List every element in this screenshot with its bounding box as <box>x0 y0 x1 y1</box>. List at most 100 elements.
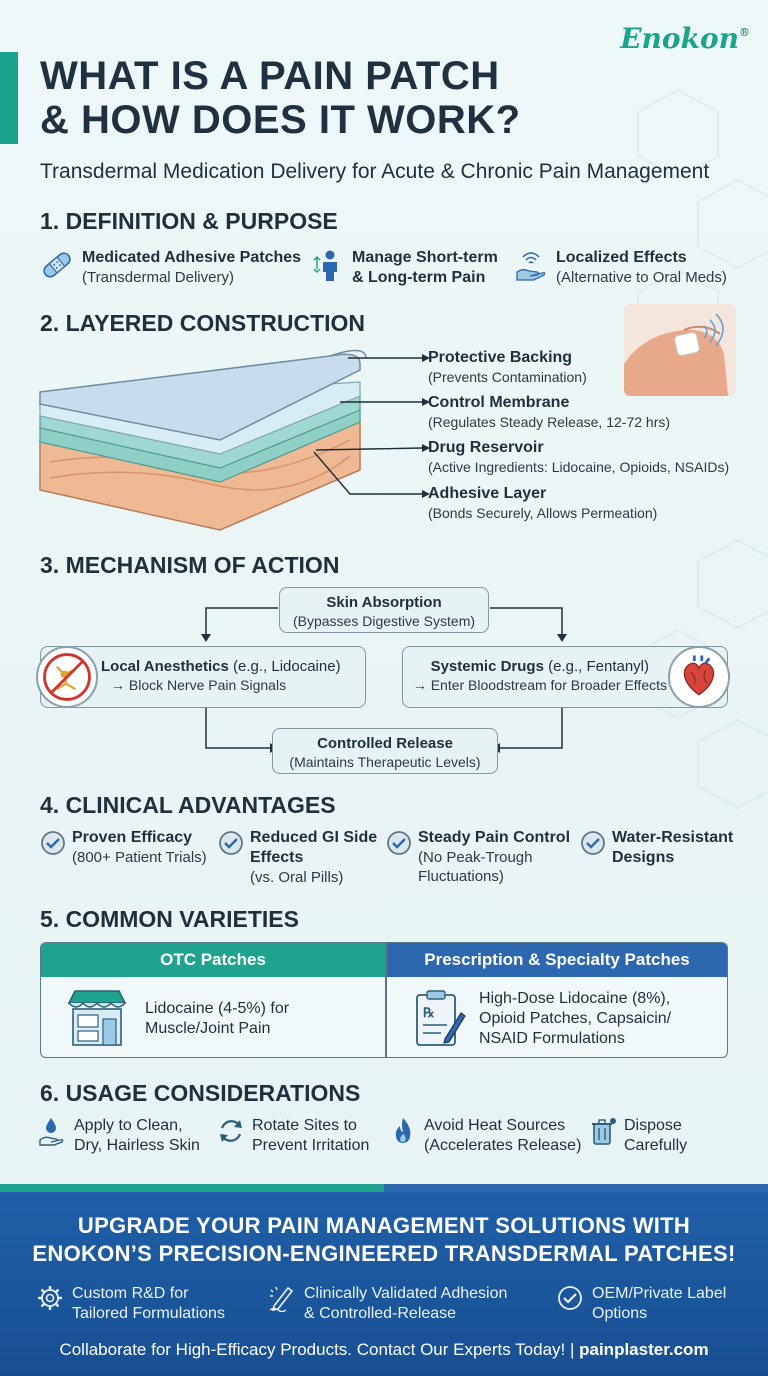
heart-icon <box>668 646 730 708</box>
advantage-item: Water-Resistant Designs <box>580 828 733 868</box>
usage-text: Dry, Hairless Skin <box>74 1137 200 1154</box>
layer-desc: (Prevents Contamination) <box>428 369 587 385</box>
usage-item: Avoid Heat Sources (Accelerates Release) <box>388 1116 581 1156</box>
definition-item-desc: (Transdermal Delivery) <box>82 269 234 286</box>
check-circle-icon <box>41 831 65 855</box>
definition-item-title: Manage Short-term <box>352 249 498 266</box>
svg-text:℞: ℞ <box>423 1006 435 1021</box>
definition-item-title: Localized Effects <box>556 249 687 266</box>
cta-headline: UPGRADE YOUR PAIN MANAGEMENT SOLUTIONS W… <box>32 1213 736 1266</box>
advantage-item: Steady Pain Control (No Peak-Trough Fluc… <box>386 828 570 886</box>
layer-label-membrane: Control Membrane (Regulates Steady Relea… <box>428 393 670 431</box>
advantage-title: Reduced GI Side <box>250 829 378 846</box>
hand-waves-icon <box>516 252 546 281</box>
feature-item: Clinically Validated Adhesion & Controll… <box>268 1284 507 1324</box>
bandage-icon <box>43 252 71 278</box>
layer-name: Control Membrane <box>428 394 570 411</box>
box-title: Controlled Release <box>317 735 453 752</box>
box-desc: (Bypasses Digestive System) <box>292 613 476 629</box>
rotate-icon <box>220 1120 242 1142</box>
advantage-title: Effects <box>250 849 304 866</box>
varieties-table: OTC Patches Prescription & Specialty Pat… <box>40 942 728 1058</box>
otc-header: OTC Patches <box>41 943 385 977</box>
page-title: WHAT IS A PAIN PATCH & HOW DOES IT WORK? <box>40 54 521 142</box>
box-local-anesthetics: Local Anesthetics (e.g., Lidocaine) → Bl… <box>40 646 366 708</box>
box-desc: → Block Nerve Pain Signals <box>111 677 287 693</box>
definition-item-title: & Long-term Pain <box>352 269 486 286</box>
nerve-blocked-icon <box>36 646 98 708</box>
prescription-header: Prescription & Specialty Patches <box>385 943 727 977</box>
contact-line: Collaborate for High-Efficacy Products. … <box>59 1340 709 1359</box>
definition-item-patches: Medicated Adhesive Patches (Transdermal … <box>40 248 301 287</box>
definition-item-localized: Localized Effects (Alternative to Oral M… <box>514 248 727 287</box>
check-circle-icon <box>387 831 411 855</box>
definition-item-pain: Manage Short-term & Long-term Pain <box>310 248 498 288</box>
check-circle-icon <box>581 831 605 855</box>
usage-text: Prevent Irritation <box>252 1137 370 1154</box>
advantage-desc: (800+ Patient Trials) <box>72 849 207 866</box>
website-link[interactable]: painplaster.com <box>579 1340 709 1359</box>
advantage-item: Proven Efficacy (800+ Patient Trials) <box>40 828 207 867</box>
drop-hand-icon <box>39 1118 64 1146</box>
footer-cta-banner: UPGRADE YOUR PAIN MANAGEMENT SOLUTIONS W… <box>0 1192 768 1376</box>
prescription-description: High-Dose Lidocaine (8%), Opioid Patches… <box>479 990 672 1047</box>
brand-logo: Enokon® <box>620 22 750 55</box>
usage-item: Rotate Sites to Prevent Irritation <box>216 1116 369 1156</box>
feature-text: Custom R&D for <box>72 1285 189 1302</box>
box-title: Systemic Drugs (e.g., Fentanyl) <box>430 658 649 675</box>
advantage-title: Proven Efficacy <box>72 829 193 846</box>
box-desc: → Enter Bloodstream for Broader Effects <box>412 677 667 693</box>
layer-name: Adhesive Layer <box>428 485 547 502</box>
feature-text: Clinically Validated Adhesion <box>304 1285 508 1302</box>
layer-label-backing: Protective Backing (Prevents Contaminati… <box>428 348 587 386</box>
pen-icon <box>269 1286 294 1312</box>
title-accent-bar <box>0 52 18 144</box>
feature-text: & Controlled-Release <box>304 1305 457 1322</box>
flame-icon <box>395 1118 411 1143</box>
table-divider <box>385 943 387 1057</box>
layer-label-adhesive: Adhesive Layer (Bonds Securely, Allows P… <box>428 484 657 522</box>
advantage-desc: (vs. Oral Pills) <box>250 869 344 886</box>
section-construction-heading: 2. LAYERED CONSTRUCTION <box>40 310 366 336</box>
footer-stripe <box>0 1184 768 1192</box>
usage-text: Avoid Heat Sources <box>424 1117 566 1134</box>
shoulder-patch-image <box>624 304 736 396</box>
mechanism-flow-arrows <box>201 607 567 753</box>
patch-layers-illustration <box>39 349 430 531</box>
layer-name: Protective Backing <box>428 349 573 366</box>
feature-item: Custom R&D for Tailored Formulations <box>36 1284 225 1324</box>
advantage-title: Water-Resistant <box>612 829 734 846</box>
check-circle-icon <box>219 831 243 855</box>
box-desc: (Maintains Therapeutic Levels) <box>289 754 481 770</box>
definition-item-title: Medicated Adhesive Patches <box>82 249 302 266</box>
layer-name: Drug Reservoir <box>428 439 544 456</box>
section-definition-heading: 1. DEFINITION & PURPOSE <box>40 208 338 234</box>
box-skin-absorption: Skin Absorption (Bypasses Digestive Syst… <box>279 587 489 633</box>
advantage-desc: Fluctuations) <box>418 868 504 885</box>
box-controlled-release: Controlled Release (Maintains Therapeuti… <box>272 728 498 774</box>
layer-desc: (Active Ingredients: Lidocaine, Opioids,… <box>428 459 730 475</box>
prescription-clipboard-icon: ℞ <box>416 990 466 1046</box>
section-varieties-heading: 5. COMMON VARIETIES <box>40 906 299 932</box>
layer-label-reservoir: Drug Reservoir (Active Ingredients: Lido… <box>428 438 729 476</box>
store-icon <box>67 990 127 1046</box>
usage-text: Rotate Sites to <box>252 1117 357 1134</box>
gear-icon <box>38 1286 62 1310</box>
advantage-desc: (No Peak-Trough <box>418 849 533 866</box>
advantage-item: Reduced GI Side Effects (vs. Oral Pills) <box>218 828 377 887</box>
advantage-title: Steady Pain Control <box>418 829 571 846</box>
box-title: Local Anesthetics (e.g., Lidocaine) <box>101 658 341 675</box>
usage-text: Carefully <box>624 1137 688 1154</box>
layer-desc: (Bonds Securely, Allows Permeation) <box>428 505 658 521</box>
usage-text: Dispose <box>624 1117 682 1134</box>
check-circle-icon <box>558 1286 582 1310</box>
definition-item-desc: (Alternative to Oral Meds) <box>556 269 727 286</box>
section-usage-heading: 6. USAGE CONSIDERATIONS <box>40 1080 361 1106</box>
section-advantages-heading: 4. CLINICAL ADVANTAGES <box>40 792 336 818</box>
feature-text: OEM/Private Label <box>592 1285 727 1302</box>
page-subtitle: Transdermal Medication Delivery for Acut… <box>40 160 710 183</box>
person-icon <box>313 250 337 281</box>
usage-item: Dispose Carefully <box>588 1116 687 1156</box>
usage-item: Apply to Clean, Dry, Hairless Skin <box>38 1116 200 1156</box>
